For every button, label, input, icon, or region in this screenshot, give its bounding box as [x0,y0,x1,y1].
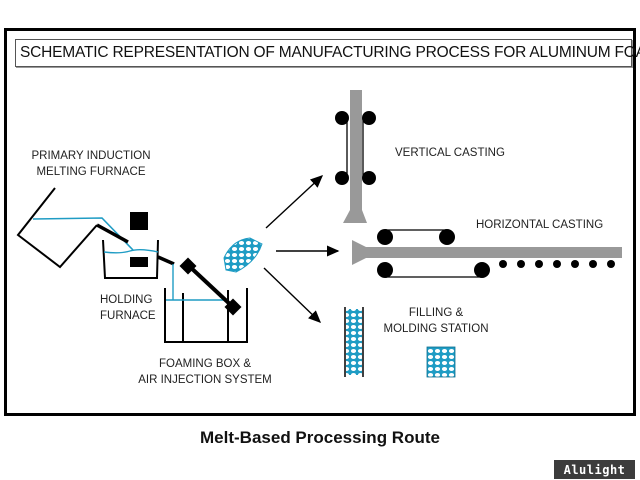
foaming-box [164,257,248,343]
watermark-logo: Alulight [554,460,635,479]
primary-melting-furnace [16,187,134,269]
foam-block [426,346,456,378]
label-line: HOLDING [100,294,153,306]
label-line: MELTING FURNACE [36,166,146,178]
label-line: AIR INJECTION SYSTEM [138,374,272,386]
label-line: FURNACE [100,310,156,322]
label-line: FILLING & [408,307,464,319]
vertical-casting-label: VERTICAL CASTING [395,147,505,159]
filling-molding-station [344,307,456,378]
filling-station-label: FILLING & MOLDING STATION [376,305,496,337]
horizontal-casting-label: HORIZONTAL CASTING [476,219,604,231]
diagram-title: SCHEMATIC REPRESENTATION OF MANUFACTURIN… [15,39,640,67]
holding-furnace-label: HOLDING FURNACE [100,292,156,324]
label-line: MOLDING STATION [383,323,489,335]
foam-blob [223,237,263,273]
arrow-to-filling [263,267,322,323]
holding-furnace [102,212,175,300]
diagram-frame [4,28,636,416]
figure-caption: Melt-Based Processing Route [200,428,440,447]
label-line: FOAMING BOX & [158,358,251,370]
horizontal-casting-unit [352,229,622,278]
foaming-box-label: FOAMING BOX & AIR INJECTION SYSTEM [130,356,280,388]
arrow-to-vertical [265,175,324,229]
primary-furnace-label: PRIMARY INDUCTION MELTING FURNACE [31,148,151,180]
label-line: PRIMARY INDUCTION [31,150,151,162]
vertical-casting-unit [335,90,376,223]
